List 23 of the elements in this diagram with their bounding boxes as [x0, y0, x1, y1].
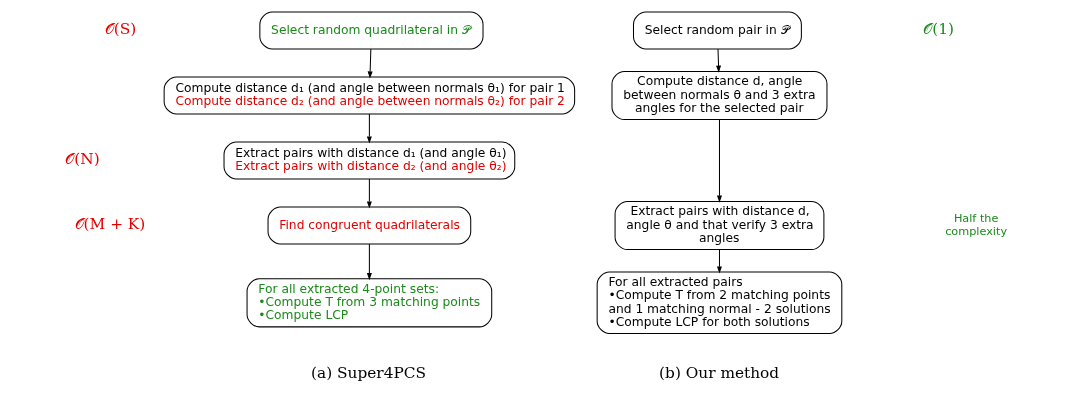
label: 𝒪(S): [104, 20, 136, 39]
label: Half the complexity: [944, 212, 1007, 238]
arrow: [715, 48, 721, 73]
node-box: For all extracted pairs •Compute T from 2 matching points and 1 matching normal - 2 solutions •Compute LCP for both solutions: [596, 271, 842, 335]
arrow: [366, 178, 372, 209]
node-box: Select random pair in 𝒫: [632, 11, 802, 50]
label: 𝒪(M + K): [74, 215, 145, 234]
node-box: Find congruent quadrilaterals: [267, 206, 471, 245]
node-box: Extract pairs with distance d, angle θ and that verify 3 extra angles: [614, 200, 824, 251]
label: (a) Super4PCS: [310, 364, 426, 383]
arrow: [366, 243, 372, 281]
label: 𝒪(1): [922, 20, 954, 39]
arrow: [367, 48, 373, 79]
arrow: [716, 119, 722, 203]
node-box: Compute distance d, angle between normals θ and 3 extra angles for the selected pair: [611, 70, 827, 121]
node-box: Extract pairs with distance d₁ (and angle θ₁) Extract pairs with distance d₂ (and angle θ₂): [223, 141, 515, 180]
arrow: [716, 249, 722, 274]
node-box: For all extracted 4-point sets: •Compute T from 3 matching points •Compute LCP: [246, 278, 492, 328]
label: (b) Our method: [658, 364, 779, 383]
node-box: Select random quadrilateral in 𝒫: [258, 11, 483, 50]
label: 𝒪(N): [64, 150, 100, 169]
arrow: [366, 113, 372, 144]
node-box: Compute distance d₁ (and angle between normals θ₁) for pair 1 Compute distance d₂ (and angle between normals θ₂) for pair 2: [163, 76, 575, 115]
